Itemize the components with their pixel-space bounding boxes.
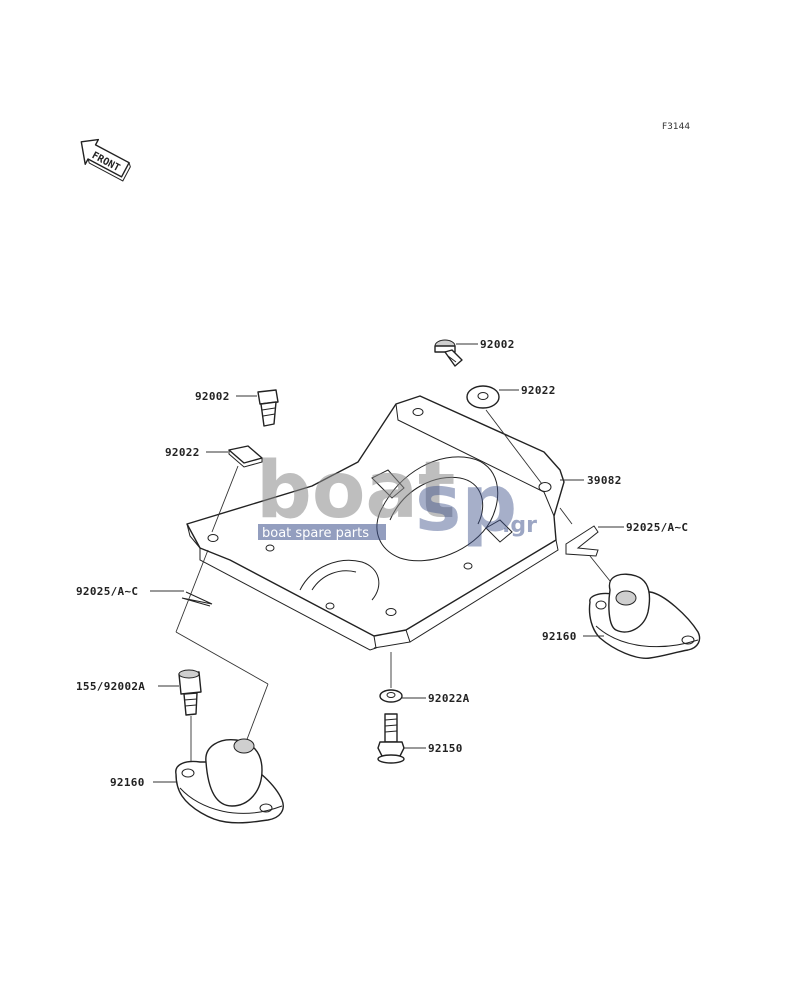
label-bolt-mount: 155/92002A: [76, 680, 145, 693]
bolt-92002-left: [257, 389, 279, 427]
label-bolt-top: 92002: [480, 338, 515, 351]
washer-92022-left: [228, 445, 263, 468]
label-clip-right: 92025/A~C: [626, 521, 688, 534]
engine-bracket-39082: [186, 395, 565, 651]
clip-92025-left: [181, 591, 213, 607]
leader-washer-top-to-bracket: [485, 409, 543, 485]
label-bracket: 39082: [587, 474, 622, 487]
label-mount-right: 92160: [542, 630, 577, 643]
bolt-155-92002A: [178, 669, 202, 716]
svg-text:sp: sp: [415, 459, 517, 549]
front-arrow-icon: FRONT: [80, 138, 131, 182]
label-washer-bottom: 92022A: [428, 692, 470, 705]
leader-clip-left-to-mount: [245, 683, 269, 743]
label-clip-left: 92025/A~C: [76, 585, 138, 598]
figure-code: F3144: [662, 122, 690, 132]
leader-clip-left-upper: [175, 549, 209, 633]
washer-92022-top: [466, 385, 500, 409]
label-bolt-left: 92002: [195, 390, 230, 403]
boatsp-watermark-logo: boat sp .gr boat spare parts: [256, 446, 537, 549]
leader-washer-left-to-bracket: [211, 465, 239, 533]
svg-text:.gr: .gr: [502, 513, 537, 538]
leader-clip-right-upper: [559, 507, 573, 525]
svg-text:boat: boat: [256, 446, 455, 536]
washer-92022A: [379, 689, 403, 703]
label-washer-left: 92022: [165, 446, 200, 459]
bolt-92150: [377, 713, 405, 764]
svg-text:boat spare parts: boat spare parts: [262, 526, 369, 541]
bolt-92002-top: [434, 339, 463, 367]
label-bolt-bottom: 92150: [428, 742, 463, 755]
engine-mount-92160-left: [175, 738, 284, 824]
clip-92025-right: [565, 525, 599, 557]
engine-mount-92160-right: [588, 573, 701, 659]
label-washer-top: 92022: [521, 384, 556, 397]
label-mount-left: 92160: [110, 776, 145, 789]
leader-clip-left-cross: [175, 631, 269, 685]
